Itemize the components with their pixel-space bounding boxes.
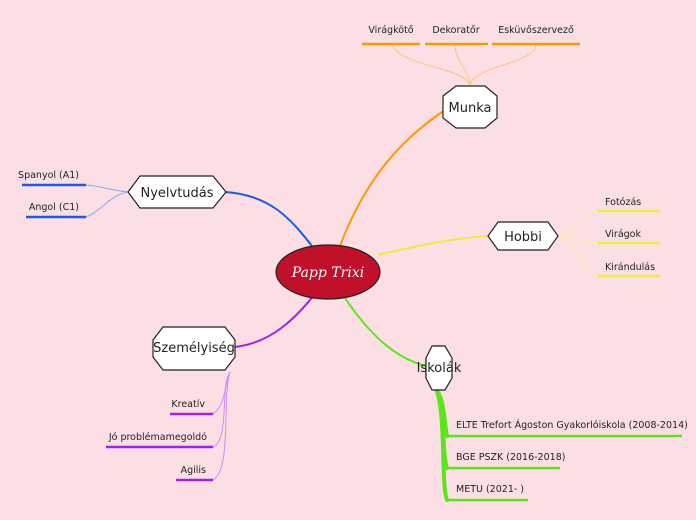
node-hobbi[interactable]: Hobbi xyxy=(487,221,559,251)
iskolak-item-0: ELTE Trefort Ágoston Gyakorlóiskola (200… xyxy=(456,419,688,431)
connector-szemelyiseg xyxy=(234,289,319,348)
nyelvtudas-item-1: Angol (C1) xyxy=(29,202,79,213)
connector-munka xyxy=(339,109,446,247)
hobbi-underlines xyxy=(598,209,660,278)
node-iskolak[interactable]: Iskolák xyxy=(417,345,462,391)
iskolak-subconnectors xyxy=(435,389,449,502)
connector-nyelvtudas xyxy=(224,191,313,247)
szemelyiseg-subconnectors xyxy=(212,371,231,481)
munka-item-2: Esküvőszervező xyxy=(498,25,574,36)
szemelyiseg-item-0: Kreatív xyxy=(171,399,205,410)
node-szemelyiseg[interactable]: Személyiség xyxy=(152,326,236,371)
munka-item-1: Dekoratőr xyxy=(432,25,479,36)
munka-item-0: Virágkötő xyxy=(368,25,413,36)
node-hobbi-label: Hobbi xyxy=(504,230,542,245)
node-iskolak-label: Iskolák xyxy=(417,361,462,376)
iskolak-underlines xyxy=(447,434,682,502)
hobbi-subconnectors xyxy=(559,210,599,277)
iskolak-item-1: BGE PSZK (2016-2018) xyxy=(456,452,565,463)
iskolak-item-2: METU (2021- ) xyxy=(456,484,524,495)
nyelvtudas-subconnectors xyxy=(85,184,129,218)
szemelyiseg-underlines xyxy=(106,412,213,482)
nyelvtudas-item-0: Spanyol (A1) xyxy=(18,170,79,181)
munka-subconnectors xyxy=(391,44,537,87)
node-nyelvtudas[interactable]: Nyelvtudás xyxy=(127,175,227,209)
node-nyelvtudas-label: Nyelvtudás xyxy=(140,186,213,201)
szemelyiseg-item-1: Jó problémamegoldó xyxy=(108,432,207,443)
connector-hobbi xyxy=(377,235,489,256)
node-munka-label: Munka xyxy=(449,101,492,116)
node-szemelyiseg-label: Személyiség xyxy=(153,341,235,356)
hobbi-item-0: Fotózás xyxy=(605,197,641,208)
nyelvtudas-underlines xyxy=(22,183,86,219)
center-node-label: Papp Trixi xyxy=(291,265,364,281)
hobbi-item-1: Virágok xyxy=(605,229,641,240)
hobbi-item-2: Kirándulás xyxy=(605,262,655,273)
node-munka[interactable]: Munka xyxy=(442,85,498,129)
connector-iskolak xyxy=(344,297,427,367)
center-node[interactable]: Papp Trixi xyxy=(275,244,381,300)
szemelyiseg-item-2: Agilis xyxy=(181,465,206,476)
